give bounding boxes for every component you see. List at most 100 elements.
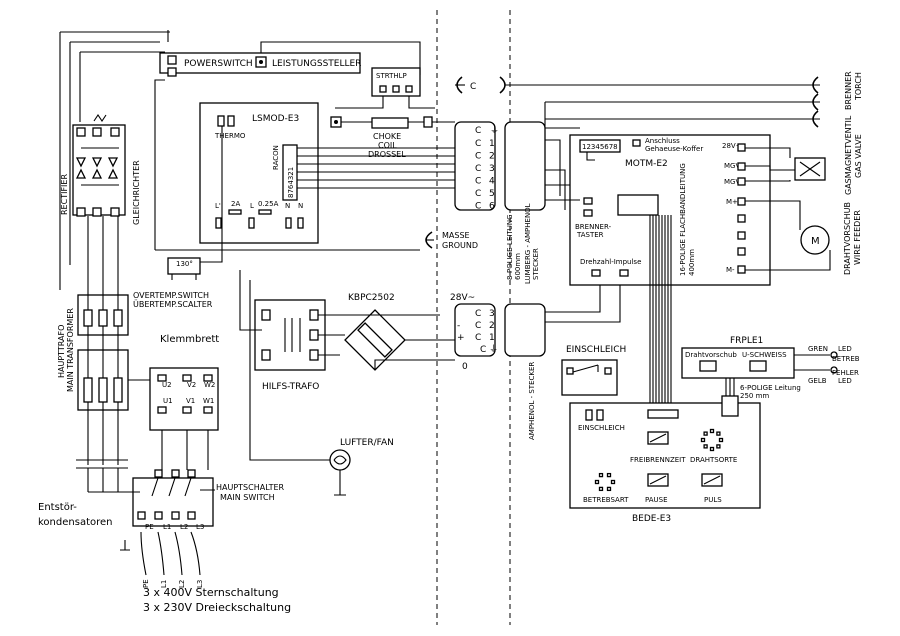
led-yellow-icon	[830, 366, 838, 374]
gasmagnetventil-label: GASMAGNETVENTIL	[844, 115, 853, 195]
ribbon-connector	[617, 194, 659, 216]
fuse-2a-label: 2A	[231, 200, 240, 208]
drahtsorte-label: DRAHTSORTE	[690, 456, 737, 464]
lumberg-pin-c: C	[475, 189, 481, 199]
capacitor-plates	[76, 459, 128, 469]
l3-label: L3	[196, 523, 204, 531]
transformer-winding	[98, 309, 108, 327]
rectifier-terminal	[76, 127, 86, 137]
fuse-025a-label: 0.25A	[258, 200, 279, 208]
fuse-2a	[228, 209, 242, 215]
frple-pot[interactable]	[749, 360, 767, 372]
conn8-label-4: STECKER	[532, 248, 540, 280]
amphenol-socket	[504, 303, 546, 357]
selector-dot	[703, 431, 708, 436]
betriebsart-selector[interactable]	[594, 472, 616, 492]
amphenol-wires	[545, 285, 621, 323]
main-transformer-label: MAIN TRANSFORMER	[66, 308, 75, 392]
klemm-terminal	[157, 374, 167, 382]
motm-label: MOTM-E2	[625, 159, 668, 169]
polige6-label: 6-POLIGE Leitung	[740, 384, 801, 392]
pin-plus-label: +	[457, 333, 465, 343]
diode-icon	[75, 157, 87, 168]
anschluss-label-1: Anschluss	[645, 137, 680, 145]
choke-label: CHOKE	[373, 132, 401, 141]
capacitor-wires	[87, 468, 140, 493]
frple-pot[interactable]	[699, 360, 717, 372]
strthlp-terminal	[392, 85, 400, 93]
hilfs-core	[284, 318, 301, 352]
mgv-label-1: MGV	[724, 162, 740, 170]
ubertemp-label: ÜBERTEMP.SCALTER	[133, 299, 213, 309]
freibrennzeit-label: FREIBRENNZEIT	[630, 456, 686, 464]
u2-label: U2	[162, 381, 172, 389]
lsmod-terminal	[285, 217, 292, 229]
frple-label: FRPLE1	[730, 336, 763, 346]
strthlp-label: STRTHLP	[376, 72, 407, 80]
bede-label: BEDE-E3	[632, 514, 671, 524]
gas-valve-wires	[745, 147, 795, 182]
pin-ground-label: ⏚	[490, 125, 499, 136]
motor-m-label: M	[811, 236, 820, 247]
wire-feeder-label: WIRE FEEDER	[853, 210, 862, 265]
einschleich-terminal	[566, 367, 574, 375]
selector-dot	[700, 437, 706, 443]
flach-label-2: 400mm	[688, 249, 696, 276]
torch-label: TORCH	[854, 72, 863, 101]
switch-terminal	[187, 469, 196, 478]
klemm-wires	[161, 430, 209, 470]
betreb-label: BETREB	[832, 355, 860, 363]
amphenol-ground-label: C ⏚	[480, 344, 498, 355]
amphenol-label: AMPHENOL - STECKER	[528, 362, 536, 440]
lumberg-pin-number: 1	[489, 139, 495, 149]
brenner-terminal	[583, 209, 593, 217]
six-pole-cable	[725, 378, 735, 396]
drahtvorschub-label: DRAHTVORSCHUB	[843, 202, 852, 275]
pe-ground	[120, 540, 130, 551]
motm-terminal	[737, 143, 746, 152]
transformer-winding	[98, 377, 108, 403]
drossel-label: DROSSEL	[368, 150, 406, 159]
fan-ground	[334, 470, 346, 496]
lumberg-connector	[454, 121, 496, 211]
led-green-icon	[830, 351, 838, 359]
entstor-label-1: Entstör-	[38, 502, 77, 513]
luefter-label: LUFTER/FAN	[340, 438, 394, 448]
strthlp-terminal	[405, 85, 413, 93]
racon-label: RACON	[272, 145, 280, 170]
fuse-025a	[258, 209, 272, 215]
amphenol-pin-c: C	[475, 321, 481, 331]
led2-label: LED	[838, 377, 852, 385]
lsmod-label: LSMOD-E3	[252, 114, 299, 124]
rectifier-label: RECTIFIER	[60, 174, 69, 215]
lsmod-terminal	[215, 217, 222, 229]
einschleich-terminal	[604, 367, 612, 375]
selector-dot	[610, 479, 616, 485]
gas-valve-icon	[799, 161, 821, 177]
lumberg-pin-c: C	[475, 202, 481, 212]
hilfs-terminal	[309, 349, 319, 361]
motm-terminal	[737, 214, 746, 223]
transformer-wires	[87, 216, 119, 378]
fan-icon	[329, 449, 351, 471]
led1-label: LED	[838, 345, 852, 353]
strthlp-wire	[167, 30, 421, 75]
v1-label: V1	[186, 397, 195, 405]
drahtsorte-selector[interactable]	[700, 428, 724, 452]
hilfs-wires	[239, 270, 330, 461]
mains-input-wires	[140, 531, 201, 576]
lumberg-pin-c: C	[475, 139, 481, 149]
lumberg-pin-number: 4	[489, 177, 495, 187]
frame-wire-2	[79, 51, 165, 122]
hauptschalter-label: HAUPTSCHALTER	[216, 483, 285, 492]
wire	[335, 96, 435, 109]
l2-input-label: L2	[178, 580, 186, 588]
brenner-terminal	[583, 197, 593, 205]
frame-wire	[59, 31, 170, 290]
thermo-terminal	[227, 115, 235, 127]
lumberg-pin-number: 6	[489, 202, 495, 212]
powerswitch-label: POWERSWITCH	[184, 59, 253, 69]
bridge-wires	[318, 314, 455, 370]
drehzahl-label: Drehzahl-Impulse	[580, 258, 641, 266]
